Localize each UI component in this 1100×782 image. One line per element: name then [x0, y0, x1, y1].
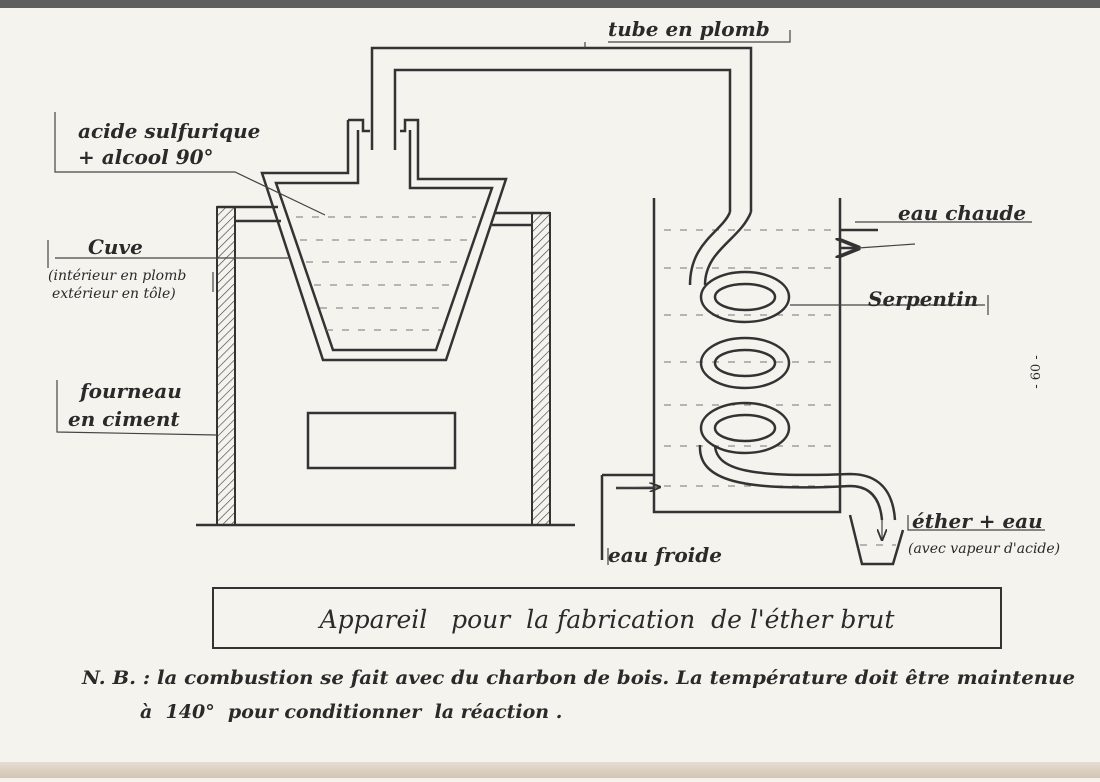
furnace-door — [306, 411, 457, 470]
scan-top-edge — [0, 0, 1100, 8]
label-fourneau-line2: en ciment — [68, 407, 180, 431]
vessel — [260, 118, 508, 362]
note-line1: N. B. : la combustion se fait avec du ch… — [81, 667, 1075, 689]
label-acide-line2: + alcool 90° — [78, 145, 214, 169]
label-ether-detail: (avec vapeur d'acide) — [908, 541, 1060, 557]
note-line2: à 140° pour conditionner la réaction . — [140, 701, 562, 723]
serpentine-coil — [688, 211, 897, 521]
furnace — [196, 205, 575, 527]
water-pipes — [600, 228, 916, 560]
label-eau-froide: eau froide — [608, 543, 722, 567]
label-tube: tube en plomb — [608, 17, 770, 41]
label-cuve-detail-line2: extérieur en tôle) — [52, 286, 176, 302]
label-cuve-detail-line1: (intérieur en plomb — [48, 268, 186, 284]
label-cuve: Cuve — [88, 235, 143, 259]
label-acide-line1: acide sulfurique — [78, 119, 260, 143]
label-fourneau-line1: fourneau — [78, 379, 182, 403]
label-eau-chaude: eau chaude — [898, 201, 1026, 225]
page-number: - 60 - — [1029, 355, 1044, 389]
lead-tube — [370, 46, 753, 212]
tank-water — [664, 229, 832, 487]
caption-title: Appareil pour la fabrication de l'éther … — [318, 605, 896, 634]
collection-beaker — [848, 514, 905, 566]
caption-box: Appareil pour la fabrication de l'éther … — [212, 587, 1002, 649]
label-ether: éther + eau — [912, 509, 1043, 533]
label-serpentin: Serpentin — [868, 287, 978, 311]
vessel-liquid — [296, 216, 476, 331]
scan-bottom-edge — [0, 762, 1100, 778]
condenser-tank — [652, 198, 842, 514]
leader-lines — [47, 30, 1045, 565]
